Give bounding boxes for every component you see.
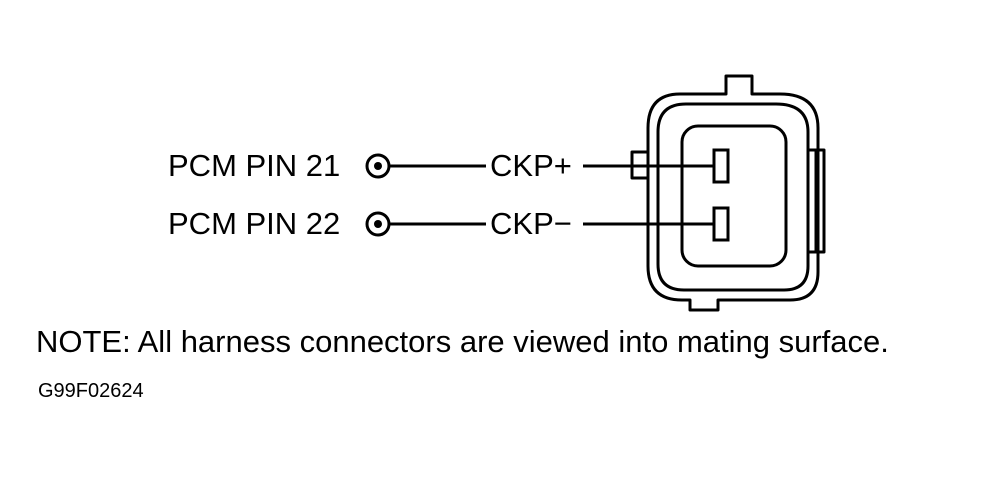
terminal-21 — [365, 153, 391, 179]
terminal-22 — [365, 211, 391, 237]
pcm-pin-21-label: PCM PIN 21 — [168, 148, 341, 183]
pin-blade-lower — [712, 206, 730, 242]
connector-body — [630, 74, 826, 312]
figure-code: G99F02624 — [38, 380, 144, 402]
ckp-minus-label: CKP− — [490, 206, 572, 241]
note-text: NOTE: All harness connectors are viewed … — [36, 324, 889, 359]
pcm-pin-22-label: PCM PIN 22 — [168, 206, 341, 241]
pin-blade-upper — [712, 148, 730, 184]
ckp-plus-label: CKP+ — [490, 148, 572, 183]
